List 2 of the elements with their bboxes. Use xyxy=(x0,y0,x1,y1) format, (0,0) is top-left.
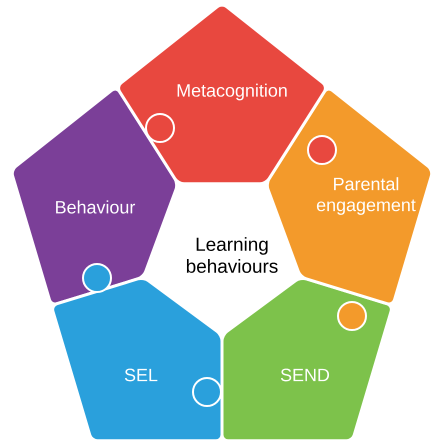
puzzle-piece: SEND xyxy=(220,276,393,441)
puzzle-piece: Behaviour xyxy=(10,88,178,306)
